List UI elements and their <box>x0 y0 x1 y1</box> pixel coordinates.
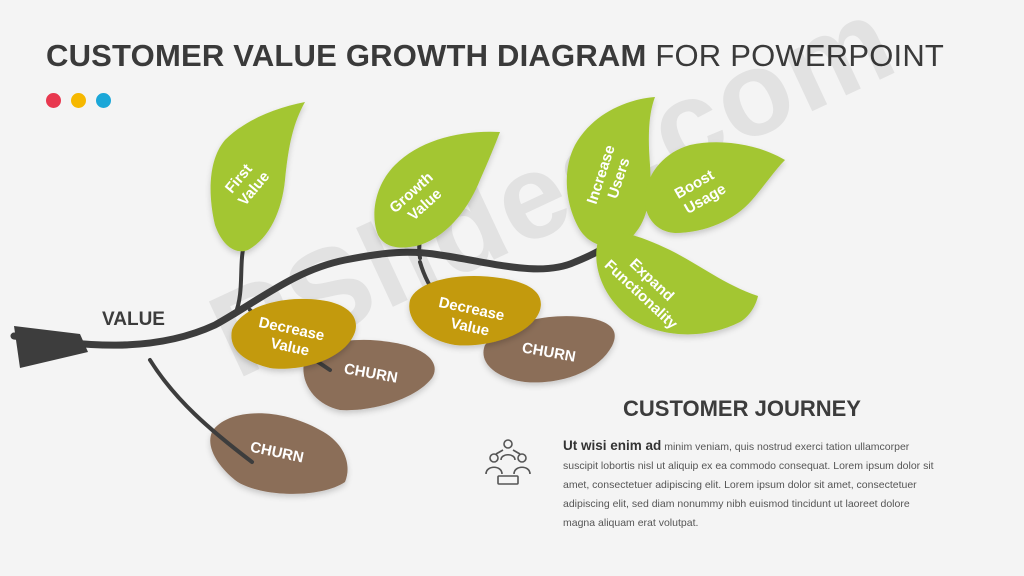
accent-dots <box>46 93 111 108</box>
journey-body: minim veniam, quis nostrud exerci tation… <box>563 441 934 529</box>
journey-lead: Ut wisi enim ad <box>563 438 662 453</box>
page-title: CUSTOMER VALUE GROWTH DIAGRAM FOR POWERP… <box>46 38 944 74</box>
expand-functionality-leaf <box>596 232 758 335</box>
churn-leaf-2 <box>303 339 435 411</box>
growth-value-leaf <box>374 131 500 248</box>
value-label: VALUE <box>102 309 165 330</box>
increase-users-leaf <box>566 97 655 246</box>
decrease-value-leaf-2 <box>409 276 541 346</box>
blue-dot <box>96 93 111 108</box>
title-bold: CUSTOMER VALUE GROWTH DIAGRAM <box>46 38 647 73</box>
journey-description: Ut wisi enim ad minim veniam, quis nostr… <box>563 436 943 533</box>
title-light: FOR POWERPOINT <box>655 38 945 73</box>
trunk <box>14 326 88 368</box>
yellow-dot <box>71 93 86 108</box>
journey-title: CUSTOMER JOURNEY <box>623 396 861 421</box>
churn-leaf-1 <box>210 413 348 494</box>
red-dot <box>46 93 61 108</box>
first-value-leaf <box>210 102 305 252</box>
boost-usage-leaf <box>644 142 785 233</box>
decrease-value-leaf-1 <box>231 298 356 369</box>
people-group-icon <box>485 439 531 485</box>
